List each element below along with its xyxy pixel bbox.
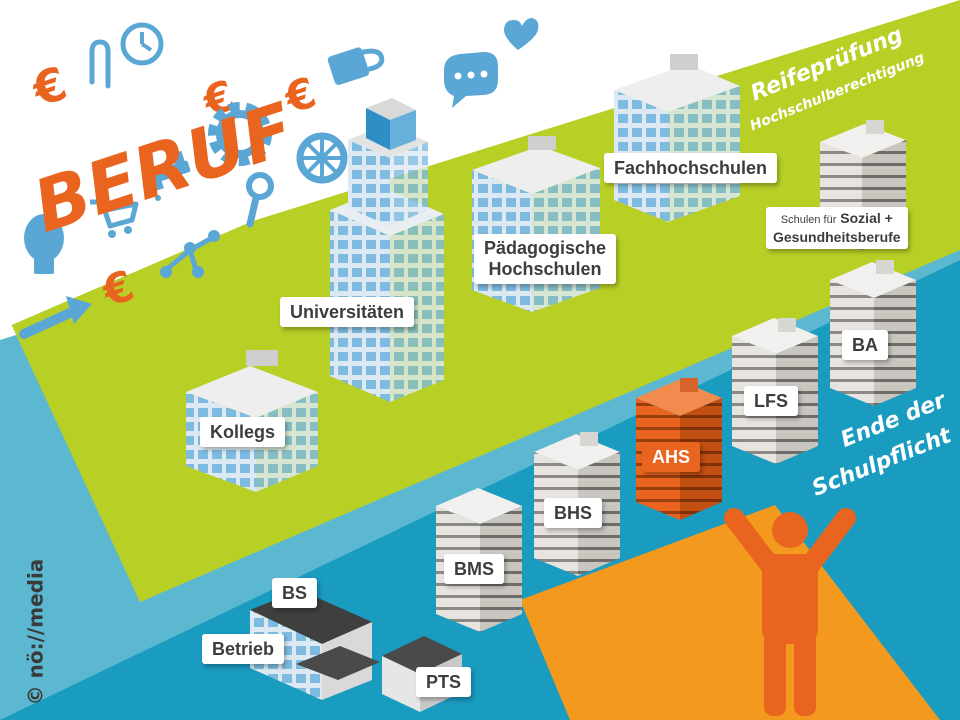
heart-icon [504,18,539,50]
label-bms[interactable]: BMS [444,554,504,584]
label-paedagogische-hochschulen[interactable]: Pädagogische Hochschulen [474,234,617,284]
label-text: PTS [426,672,462,692]
label-sozial-gesundheitsberufe[interactable]: Schulen für Sozial + Gesundheitsberufe [766,207,908,249]
label-lfs[interactable]: LFS [744,386,798,416]
label-text: BHS [554,503,593,523]
sand-hill [520,505,940,720]
label-text: BS [282,583,308,603]
label-kollegs[interactable]: Kollegs [200,417,286,447]
label-betrieb[interactable]: Betrieb [202,634,285,664]
gear-icon [208,102,272,166]
label-bs[interactable]: BS [272,578,318,608]
label-prefix: Schulen für [780,214,837,226]
lightbulb-icon [24,214,64,274]
label-text: Kollegs [210,422,276,442]
label-pts[interactable]: PTS [416,667,472,697]
key-icon [246,172,274,228]
label-text: BMS [454,559,494,579]
label-ahs[interactable]: AHS [642,442,701,472]
wheel-icon [296,132,348,184]
building-fachhochschulen [614,54,740,222]
label-ba[interactable]: BA [842,330,888,360]
label-text: LFS [754,391,788,411]
label-line: Pädagogische [484,238,607,258]
label-text: AHS [652,447,691,467]
shopping-cart-icon [90,199,139,238]
label-fachhochschulen[interactable]: Fachhochschulen [604,153,778,183]
label-text: Fachhochschulen [614,158,768,178]
label-text: BA [852,335,878,355]
chat-bubble-icon [444,52,498,108]
label-text: Betrieb [212,639,275,659]
label-text: Universitäten [290,302,405,322]
label-line: Sozial + [840,210,893,226]
label-line: Gesundheitsberufe [773,229,901,245]
arrow-icon [19,296,92,339]
label-universitaeten[interactable]: Universitäten [280,297,415,327]
building-ba [830,260,916,406]
hierarchy-icon [160,230,220,278]
mug-icon [327,47,385,85]
label-line: Hochschulen [488,259,602,279]
faucet-icon [149,150,191,201]
person-figure [724,508,856,716]
label-bhs[interactable]: BHS [544,498,603,528]
paperclip-icon [89,39,111,89]
credit-text: © nö://media [23,558,48,706]
clock-icon [120,22,164,66]
